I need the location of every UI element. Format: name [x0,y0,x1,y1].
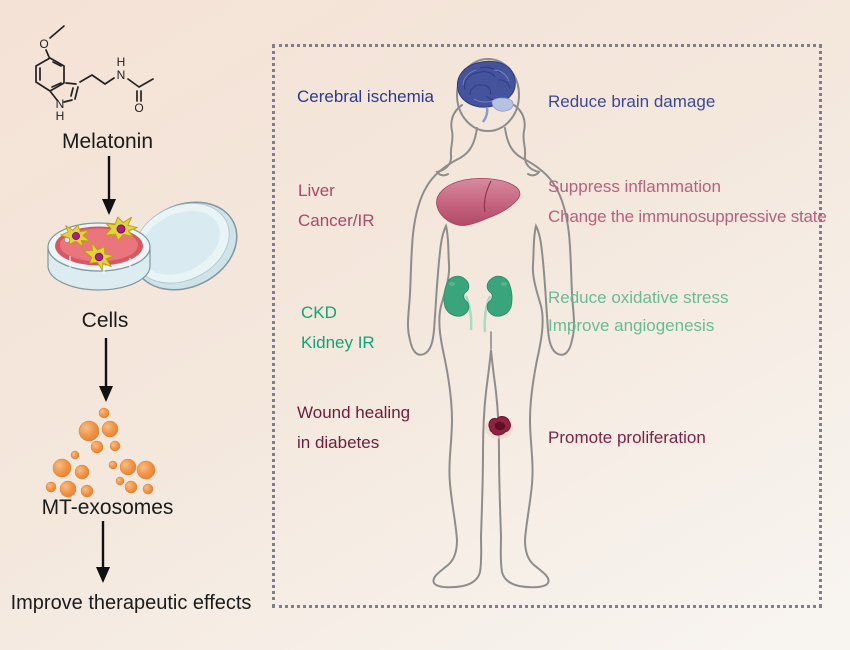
effect-promote-proliferation: Promote proliferation [548,428,706,447]
human-body-icon [406,58,576,589]
condition-wound-healing: Wound healing [297,403,411,422]
effect-suppress-inflammation: Suppress inflammation [548,177,721,196]
svg-text:N: N [117,68,126,82]
condition-kidney-ir: Kidney IR [301,333,375,352]
melatonin-label: Melatonin [61,130,154,153]
effect-reduce-oxidative-stress: Reduce oxidative stress [548,288,729,307]
effect-reduce-brain-damage: Reduce brain damage [548,92,716,111]
down-arrow-icon [99,338,113,402]
condition-liver: Liver [298,181,335,200]
svg-text:O: O [134,101,143,115]
melatonin-molecule-icon: O N H H N O [35,25,154,123]
cells-label: Cells [81,309,129,332]
liver-icon [436,178,521,226]
kidney-icon [443,275,513,333]
condition-in-diabetes: in diabetes [297,433,380,452]
condition-cerebral-ischemia: Cerebral ischemia [297,87,434,106]
effect-improve-angiogenesis: Improve angiogenesis [548,316,715,335]
wound-icon [485,416,513,439]
mt-exosomes-label: MT-exosomes [41,496,174,519]
svg-text:O: O [39,37,48,51]
petri-dish-icon [47,201,238,291]
down-arrow-icon [96,521,110,583]
condition-cancer-ir: Cancer/IR [298,211,375,230]
body-panel-border [272,44,822,608]
svg-text:H: H [56,109,65,123]
brain-icon [456,60,516,123]
outcome-label: Improve therapeutic effects [10,592,252,614]
svg-text:N: N [56,97,65,111]
down-arrow-icon [102,156,116,215]
effect-change-immunosuppressive-state: Change the immunosuppressive state [548,207,827,226]
exosome-cluster-icon [45,407,156,498]
condition-ckd: CKD [301,303,337,322]
svg-text:H: H [117,55,126,69]
cell-icon [60,216,138,271]
